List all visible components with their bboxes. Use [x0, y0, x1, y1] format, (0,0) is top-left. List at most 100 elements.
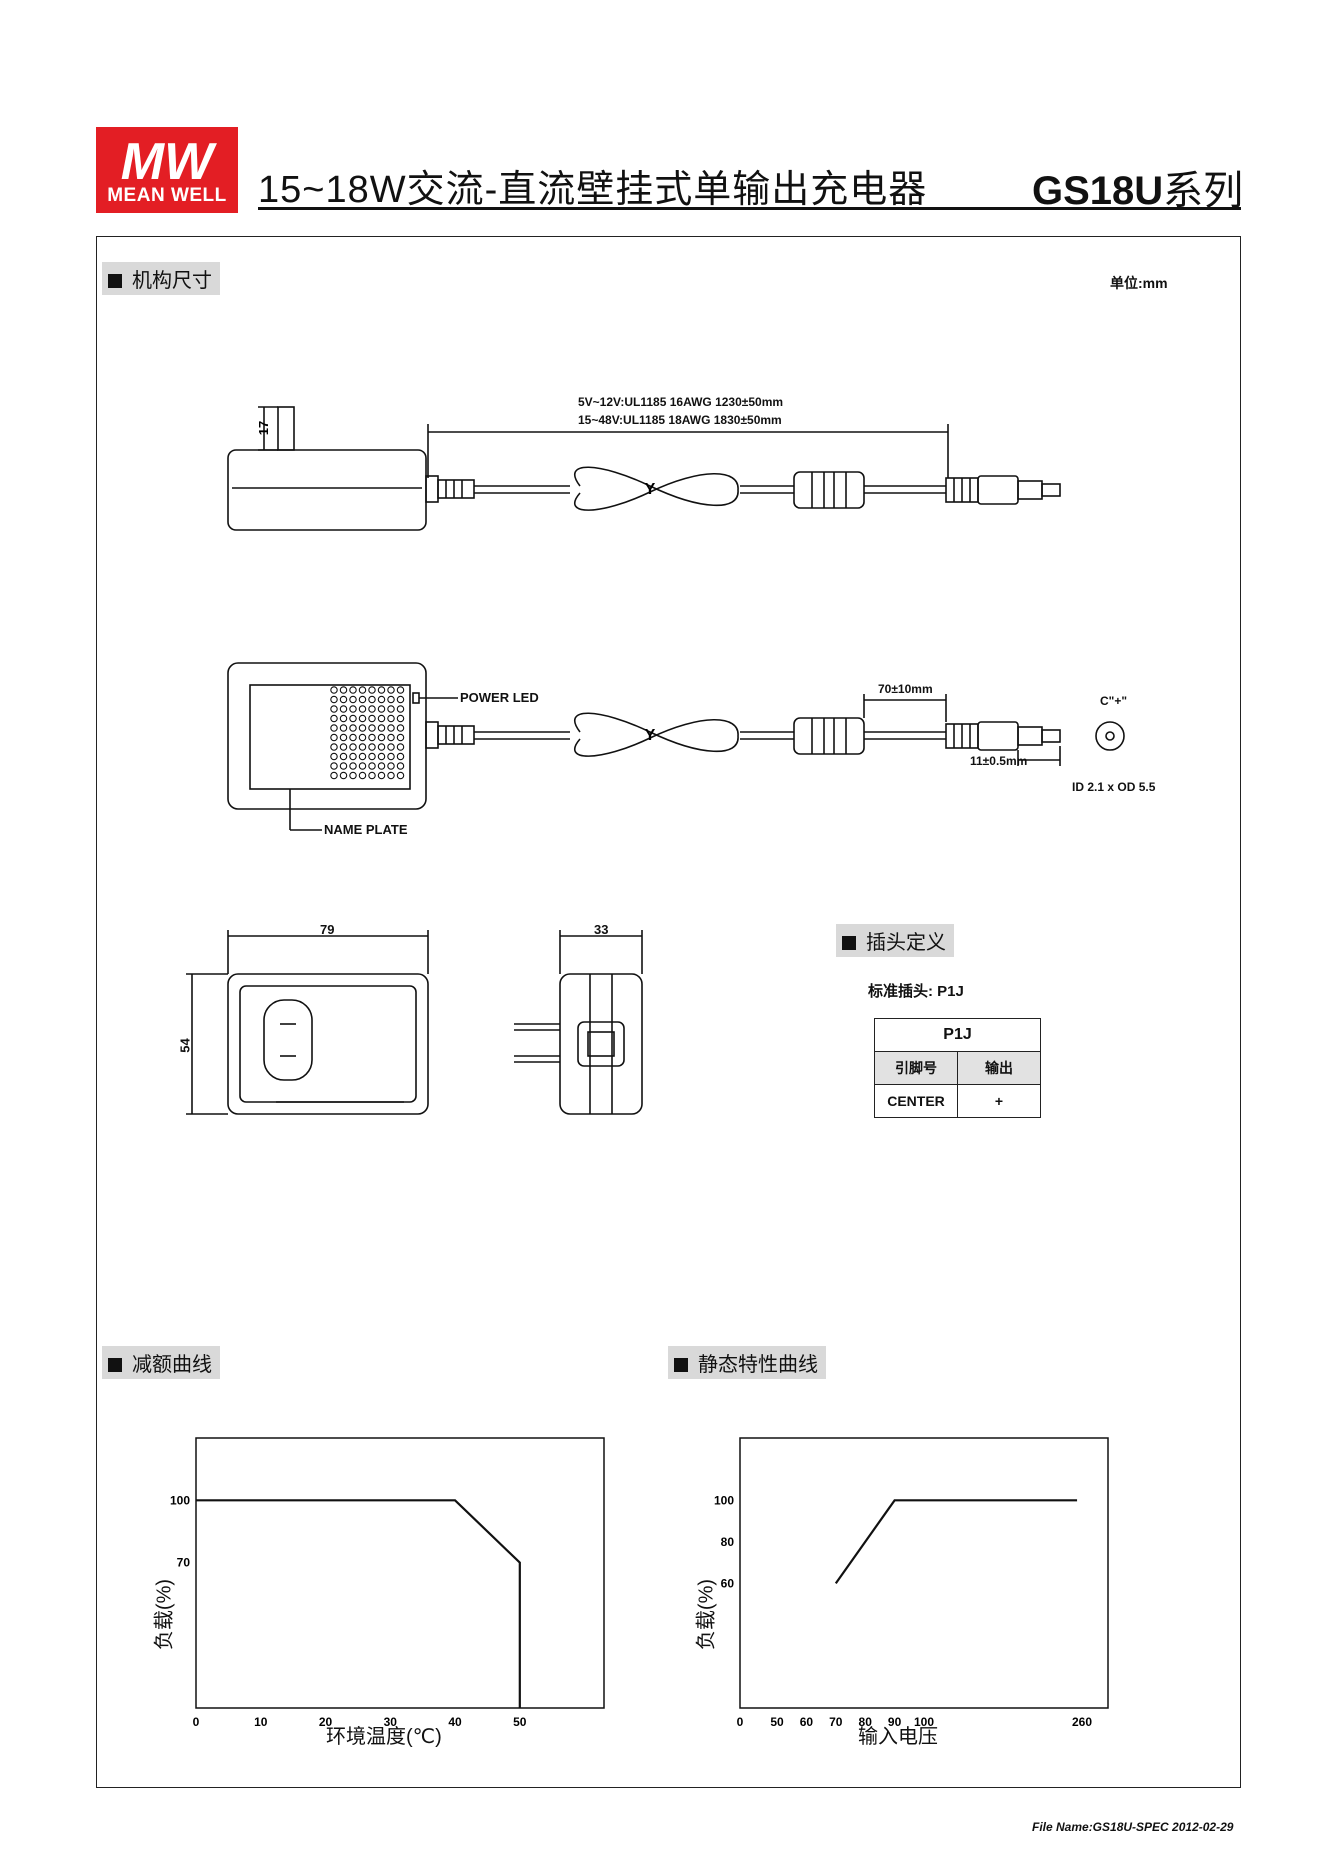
vent-hole: [349, 743, 357, 751]
adapter-front-view: [227, 973, 429, 1115]
vent-hole: [330, 724, 338, 732]
section-heading-static: 静态特性曲线: [668, 1346, 826, 1379]
square-bullet-icon: [674, 1358, 688, 1372]
derating-xlabel: 环境温度(℃): [326, 1726, 442, 1748]
vent-hole: [368, 733, 376, 742]
vent-hole: [358, 762, 367, 770]
unit-label: 单位:mm: [1110, 275, 1168, 291]
vent-hole: [339, 686, 348, 694]
section-heading-mechanical: 机构尺寸: [102, 262, 220, 295]
vent-hole: [349, 695, 357, 704]
mw-logo-icon: MW: [121, 133, 217, 187]
x-tick-label: 0: [737, 1715, 744, 1729]
vent-hole: [396, 743, 405, 751]
vent-hole: [387, 752, 395, 761]
x-tick-label: 50: [513, 1715, 527, 1729]
vent-hole: [358, 695, 367, 704]
ventilation-grid: [330, 686, 405, 780]
vent-hole: [349, 752, 357, 761]
series-suffix: 系列: [1163, 169, 1244, 213]
vent-hole: [358, 743, 367, 751]
footer-file-info: File Name:GS18U-SPEC 2012-02-29: [1032, 1820, 1234, 1834]
cable-y-mark-2: Y: [645, 727, 656, 744]
x-tick-label: 50: [770, 1715, 784, 1729]
vent-hole: [396, 733, 405, 742]
x-tick-label: 90: [888, 1715, 902, 1729]
vent-hole: [368, 724, 376, 732]
vent-hole: [349, 762, 357, 770]
standard-plug-label: 标准插头: P1J: [868, 983, 964, 1000]
vent-hole: [349, 714, 357, 723]
vent-hole: [330, 771, 338, 780]
cable-spec-1: 5V~12V:UL1185 16AWG 1230±50mm: [578, 395, 784, 409]
vent-hole: [396, 771, 405, 780]
cable-spec-2: 15~48V:UL1185 18AWG 1830±50mm: [578, 413, 782, 427]
brand-logo: MW MEAN WELL: [96, 127, 238, 213]
logo-mark: MW: [121, 133, 217, 187]
vent-hole: [396, 762, 405, 770]
square-bullet-icon: [842, 936, 856, 950]
output-cell: +: [957, 1084, 1041, 1118]
vent-hole: [358, 733, 367, 742]
x-tick-label: 100: [914, 1715, 934, 1729]
vent-hole: [377, 771, 386, 780]
vent-hole: [330, 695, 338, 704]
vent-hole: [358, 714, 367, 723]
vent-hole: [330, 705, 338, 713]
y-tick-label: 100: [170, 1493, 190, 1507]
vent-hole: [387, 724, 395, 732]
chart-frame: [195, 1437, 605, 1709]
outlet-shape: [263, 999, 313, 1081]
vent-hole: [377, 743, 386, 751]
vent-hole: [387, 743, 395, 751]
vent-hole: [377, 762, 386, 770]
vent-hole: [377, 733, 386, 742]
polarity-symbol-icon: [1095, 721, 1125, 751]
vent-hole: [377, 705, 386, 713]
vent-hole: [330, 743, 338, 751]
vent-hole: [349, 771, 357, 780]
y-tick-label: 60: [721, 1576, 735, 1590]
vent-hole: [358, 705, 367, 713]
name-plate-area: [249, 684, 411, 790]
vent-hole: [396, 752, 405, 761]
vent-hole: [368, 695, 376, 704]
dim-17: 17: [256, 421, 271, 435]
vent-hole: [377, 752, 386, 761]
pin-table: P1J 引脚号输出 CENTER+: [874, 1018, 1041, 1118]
vent-hole: [330, 752, 338, 761]
static-xlabel: 输入电压: [858, 1726, 938, 1748]
title-rule: [258, 207, 1241, 210]
vent-hole: [330, 714, 338, 723]
vent-hole: [339, 762, 348, 770]
x-tick-label: 20: [319, 1715, 333, 1729]
vent-hole: [387, 714, 395, 723]
polarity-label: C"+": [1100, 694, 1128, 708]
vent-hole: [349, 733, 357, 742]
dim-11: 11±0.5mm: [970, 754, 1028, 768]
square-bullet-icon: [108, 1358, 122, 1372]
content-frame: [96, 236, 1241, 1788]
x-tick-label: 60: [800, 1715, 814, 1729]
cable-y-mark-1: Y: [645, 481, 656, 498]
vent-hole: [349, 686, 357, 694]
vent-hole: [368, 771, 376, 780]
vent-hole: [358, 771, 367, 780]
dim-70: 70±10mm: [878, 682, 933, 696]
x-tick-label: 10: [254, 1715, 268, 1729]
x-tick-label: 40: [448, 1715, 462, 1729]
vent-hole: [377, 695, 386, 704]
derating-curve: [196, 1499, 521, 1708]
section-heading-pin: 插头定义: [836, 924, 954, 957]
power-led-label: POWER LED: [460, 690, 539, 705]
x-tick-label: 0: [193, 1715, 200, 1729]
vent-hole: [368, 752, 376, 761]
plug-pin-side: [277, 406, 295, 451]
square-bullet-icon: [108, 274, 122, 288]
vent-hole: [339, 724, 348, 732]
vent-hole: [358, 686, 367, 694]
static-ylabel: 负载(%): [695, 1578, 718, 1651]
derating-ylabel: 负载(%): [153, 1578, 176, 1651]
